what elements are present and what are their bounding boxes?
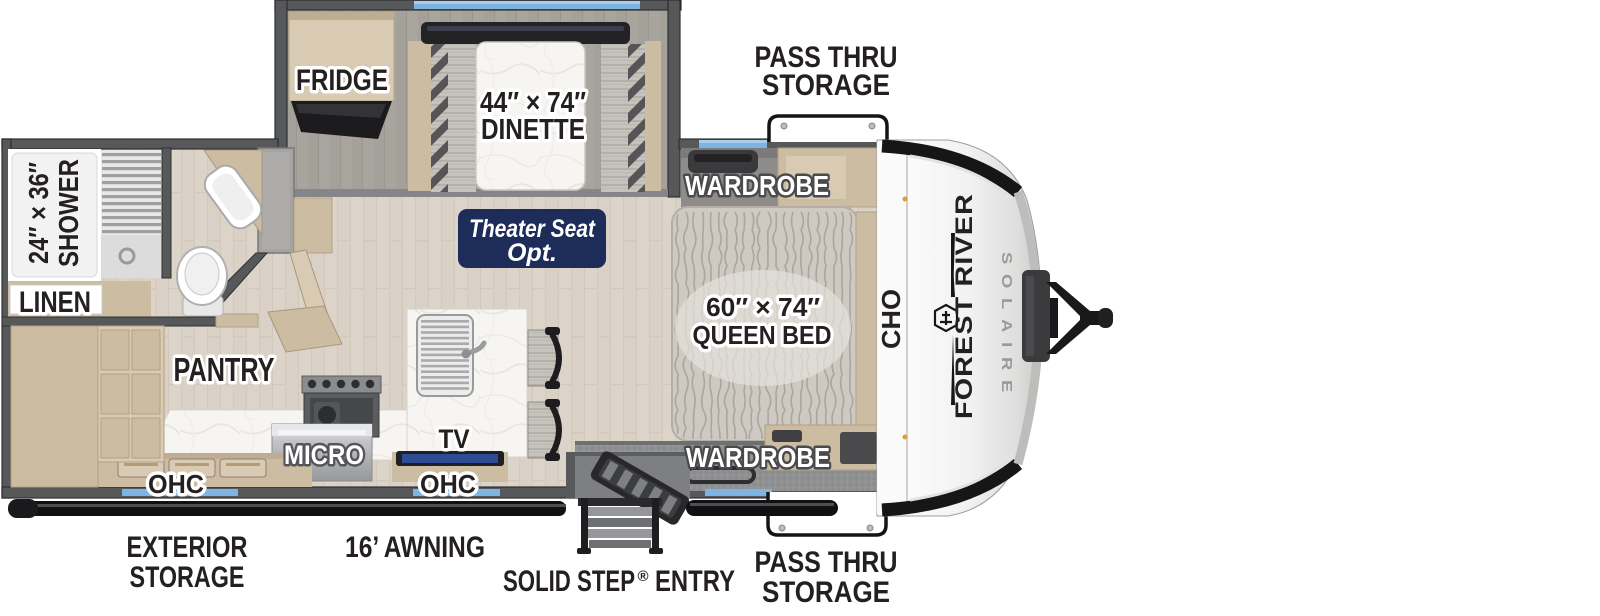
svg-text:PASS THRU: PASS THRU bbox=[755, 41, 898, 74]
svg-text:SOLID STEP: SOLID STEP bbox=[503, 565, 635, 598]
svg-text:STORAGE: STORAGE bbox=[130, 561, 245, 594]
svg-text:24″ × 36″: 24″ × 36″ bbox=[23, 162, 54, 264]
svg-text:PASS THRU: PASS THRU bbox=[755, 546, 898, 579]
svg-text:44″ × 74″: 44″ × 74″ bbox=[480, 87, 586, 119]
svg-text:PANTRY: PANTRY bbox=[174, 351, 275, 388]
svg-text:OHC: OHC bbox=[420, 469, 476, 499]
svg-text:WARDROBE: WARDROBE bbox=[685, 170, 829, 201]
svg-text:ENTRY: ENTRY bbox=[655, 565, 735, 598]
svg-text:SHOWER: SHOWER bbox=[53, 159, 84, 267]
svg-text:TV: TV bbox=[439, 424, 470, 454]
svg-text:16’ AWNING: 16’ AWNING bbox=[345, 531, 485, 564]
svg-text:SOLAIRE: SOLAIRE bbox=[998, 252, 1015, 402]
svg-text:Opt.: Opt. bbox=[507, 239, 557, 267]
svg-text:FRIDGE: FRIDGE bbox=[296, 64, 388, 97]
svg-text:FOREST RIVER: FOREST RIVER bbox=[951, 193, 978, 419]
svg-text:60″ × 74″: 60″ × 74″ bbox=[706, 292, 820, 322]
svg-text:QUEEN BED: QUEEN BED bbox=[693, 320, 832, 350]
svg-text:LINEN: LINEN bbox=[19, 286, 91, 319]
svg-text:DINETTE: DINETTE bbox=[481, 114, 585, 146]
svg-text:WARDROBE: WARDROBE bbox=[686, 442, 830, 473]
svg-text:Theater Seat: Theater Seat bbox=[469, 215, 596, 243]
svg-text:STORAGE: STORAGE bbox=[762, 576, 890, 609]
svg-text:OHC: OHC bbox=[148, 469, 204, 499]
svg-text:MICRO: MICRO bbox=[284, 440, 364, 470]
svg-text:EXTERIOR: EXTERIOR bbox=[127, 531, 248, 564]
svg-text:STORAGE: STORAGE bbox=[762, 69, 890, 102]
svg-text:CHO: CHO bbox=[876, 289, 906, 349]
svg-text:®: ® bbox=[637, 568, 648, 585]
